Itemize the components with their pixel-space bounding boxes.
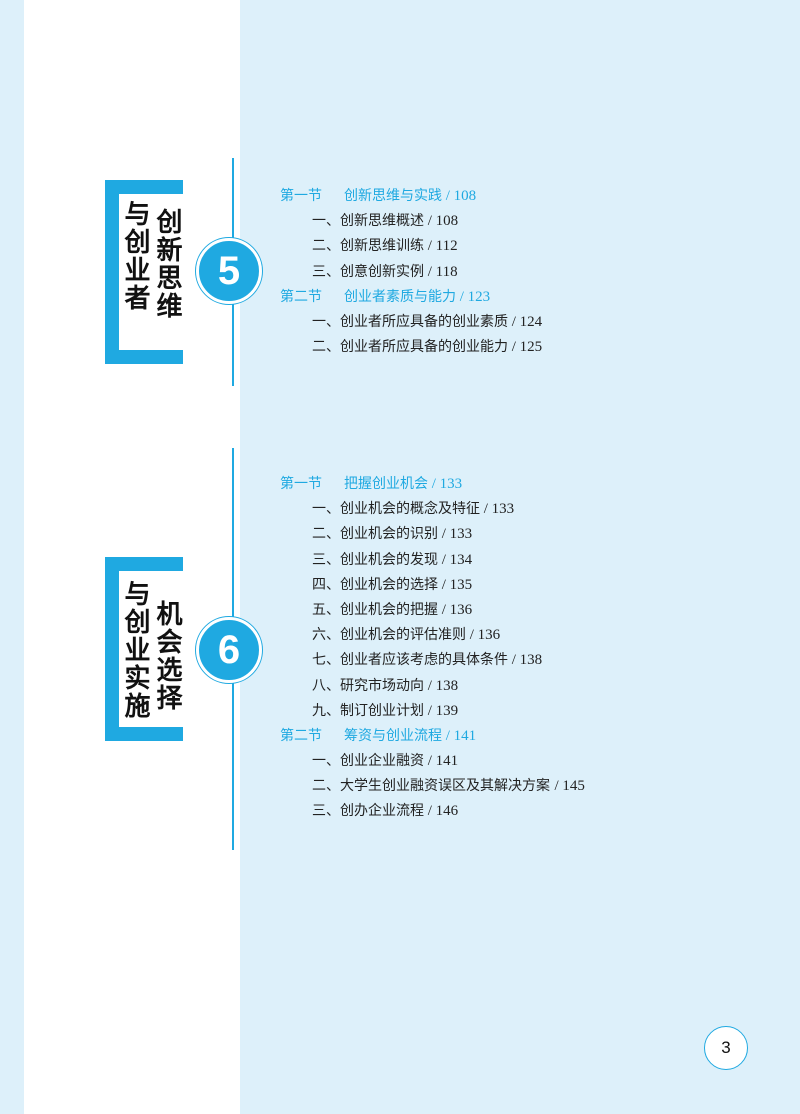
- chapter-6-title-line1: 机会选择: [152, 600, 182, 712]
- toc-item[interactable]: 八、研究市场动向 / 138: [312, 677, 459, 694]
- chapter-6-title-line2: 与创业实施: [120, 580, 150, 720]
- toc-item[interactable]: 一、创业机会的概念及特征 / 133: [312, 501, 515, 518]
- toc-section[interactable]: 第一节创新思维与实践 / 108: [280, 188, 477, 204]
- toc-item[interactable]: 一、创业者所应具备的创业素质 / 124: [312, 313, 543, 330]
- toc-item[interactable]: 六、创业机会的评估准则 / 136: [312, 627, 501, 644]
- chapter-5-title-line2: 与创业者: [120, 200, 150, 312]
- toc-item[interactable]: 一、创业企业融资 / 141: [312, 753, 459, 770]
- page-margin: [0, 0, 24, 1114]
- toc-item[interactable]: 二、创新思维训练 / 112: [312, 238, 458, 255]
- chapter-5-toc: 第一节创新思维与实践 / 108 一、创新思维概述 / 108 二、创新思维训练…: [280, 184, 542, 360]
- chapter-6-number-badge: 6: [196, 617, 262, 683]
- toc-item[interactable]: 四、创业机会的选择 / 135: [312, 576, 473, 593]
- toc-item[interactable]: 二、创业者所应具备的创业能力 / 125: [312, 339, 543, 356]
- toc-item[interactable]: 三、创业机会的发现 / 134: [312, 551, 473, 568]
- toc-section[interactable]: 第一节把握创业机会 / 133: [280, 476, 463, 492]
- chapter-6-toc: 第一节把握创业机会 / 133 一、创业机会的概念及特征 / 133 二、创业机…: [280, 472, 585, 825]
- toc-item[interactable]: 一、创新思维概述 / 108: [312, 213, 459, 230]
- toc-item[interactable]: 九、制订创业计划 / 139: [312, 702, 459, 719]
- toc-item[interactable]: 五、创业机会的把握 / 136: [312, 601, 473, 618]
- toc-item[interactable]: 七、创业者应该考虑的具体条件 / 138: [312, 652, 543, 669]
- page-number: 3: [704, 1026, 748, 1070]
- chapter-6-bracket: [105, 557, 183, 741]
- chapter-5-title-line1: 创新思维: [152, 208, 182, 320]
- toc-item[interactable]: 二、创业机会的识别 / 133: [312, 526, 473, 543]
- chapter-5-number-badge: 5: [196, 238, 262, 304]
- toc-section[interactable]: 第二节筹资与创业流程 / 141: [280, 727, 477, 744]
- toc-item[interactable]: 三、创办企业流程 / 146: [312, 803, 459, 820]
- toc-item[interactable]: 二、大学生创业融资误区及其解决方案 / 145: [312, 778, 585, 795]
- toc-item[interactable]: 三、创意创新实例 / 118: [312, 263, 458, 280]
- chapter-5-bracket: [105, 180, 183, 364]
- toc-section[interactable]: 第二节创业者素质与能力 / 123: [280, 288, 491, 305]
